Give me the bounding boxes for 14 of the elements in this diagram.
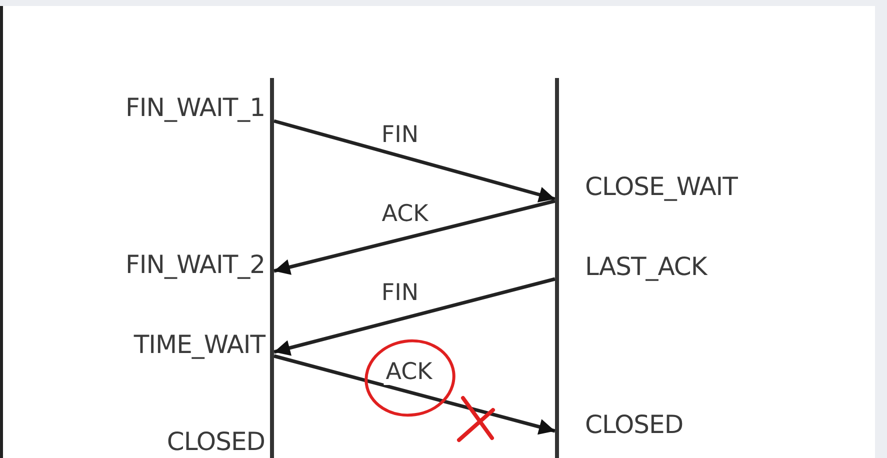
timeline-bar [270, 78, 274, 458]
state-label: CLOSED [166, 427, 265, 457]
state-label: FIN_WAIT_1 [126, 93, 265, 123]
state-label: FIN_WAIT_2 [126, 250, 265, 280]
state-label: CLOSE_WAIT [585, 172, 738, 202]
message-arrow [274, 354, 556, 435]
edge-label: ACK [384, 359, 434, 385]
timeline-bar [555, 78, 559, 458]
state-label: CLOSED [585, 410, 684, 440]
message-arrow [274, 119, 556, 202]
message-arrow [274, 199, 556, 275]
state-label: LAST_ACK [585, 252, 707, 282]
state-label: TIME_WAIT [134, 330, 265, 360]
message-arrow [274, 277, 556, 356]
